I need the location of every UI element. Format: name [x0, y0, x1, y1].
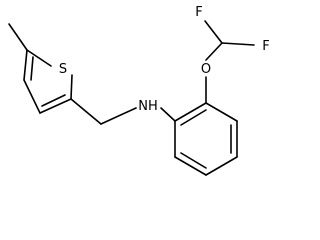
bond-nh-benzene [160, 107, 176, 122]
bond-thiophene-c2-c3-inner [41, 94, 66, 107]
bond-thiophene-c5-s [26, 49, 52, 67]
oxygen-atom-label: O [201, 62, 211, 77]
bond-thiophene-c3-c4 [23, 79, 41, 114]
bond-chf2-f1 [204, 20, 223, 44]
bond-benzene-inner-c [180, 152, 207, 169]
bond-ch2-nh [100, 107, 137, 125]
amine-atom-label: NH [138, 99, 158, 114]
molecule-diagram: S NH O F F [8, 5, 270, 176]
bond-benzene-2-3 [205, 102, 238, 122]
sulfur-atom-label: S [59, 62, 67, 77]
bond-thiophene-c4-c5-inner [30, 56, 34, 81]
bond-chf2-f2 [221, 42, 255, 46]
bond-benzene-4-5 [205, 156, 238, 176]
fluorine-atom-label-2: F [262, 39, 269, 54]
bond-thiophene-c2-c3 [39, 98, 72, 114]
bond-methyl [8, 23, 28, 51]
bond-o-chf2 [205, 42, 223, 61]
bond-benzene-inner-a [180, 109, 207, 126]
fluorine-atom-label-1: F [195, 5, 202, 20]
bond-benzene-1-2 [174, 102, 207, 122]
bond-benzene-5-6 [174, 156, 207, 176]
bond-thiophene-ch2 [70, 98, 102, 125]
bond-thiophene-s-c2 [70, 74, 73, 100]
bond-thiophene-c4-c5 [23, 49, 28, 81]
